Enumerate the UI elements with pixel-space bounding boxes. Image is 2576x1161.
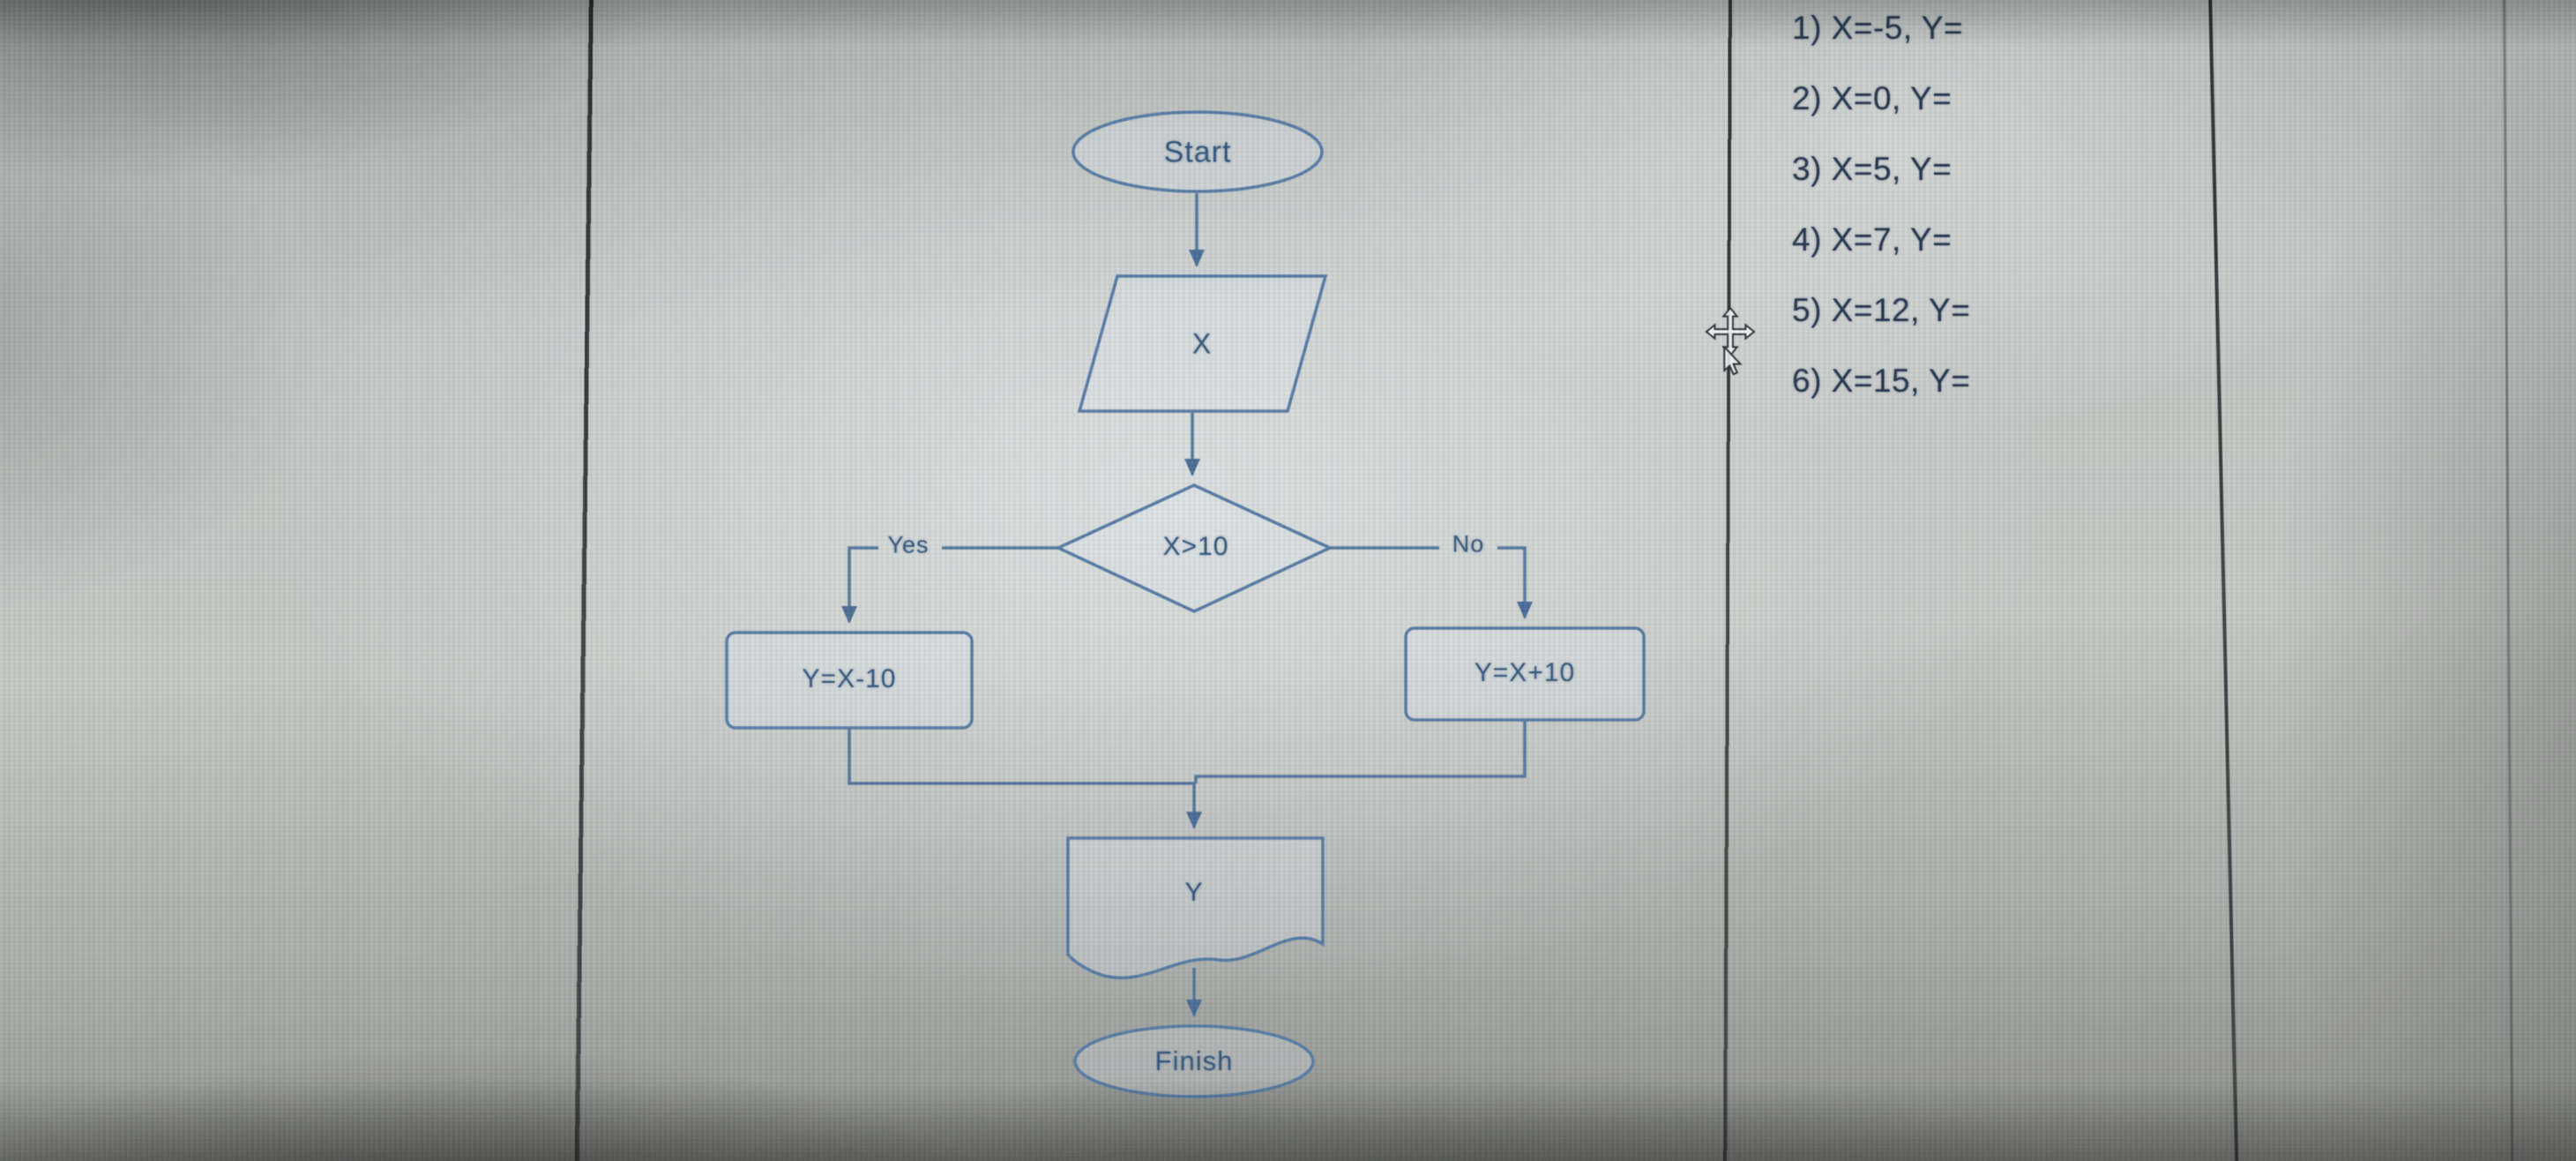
start-node[interactable]	[1071, 110, 1324, 193]
input-node[interactable]	[1077, 274, 1328, 413]
task-item-1: 1) X=-5, Y=	[1792, 10, 1964, 46]
task-item-6: 6) X=15, Y=	[1792, 363, 1971, 399]
yes-branch-label: Yes	[887, 531, 930, 558]
process-yes-label: Y=X-10	[802, 664, 897, 693]
start-label: Start	[1163, 135, 1232, 169]
connector-no-b	[1497, 546, 1533, 619]
connector-merge-left	[847, 728, 1194, 785]
decision-label: X>10	[1162, 532, 1229, 561]
connector-yes-b	[841, 546, 878, 624]
input-label: X	[1191, 327, 1213, 360]
task-item-2: 2) X=0, Y=	[1792, 80, 1953, 116]
output-label: Y	[1184, 878, 1204, 907]
output-node[interactable]	[1066, 836, 1325, 980]
connector-merge-right	[1194, 720, 1527, 783]
arrow-pointer-icon	[1723, 346, 1743, 376]
no-branch-label: No	[1452, 530, 1485, 558]
task-item-4: 4) X=7, Y=	[1792, 221, 1953, 258]
finish-label: Finish	[1154, 1045, 1234, 1076]
decision-node[interactable]	[1054, 483, 1334, 613]
process-no-label: Y=X+10	[1474, 658, 1576, 687]
task-item-3: 3) X=5, Y=	[1792, 151, 1953, 187]
task-item-5: 5) X=12, Y=	[1792, 292, 1971, 328]
task-list: 1) X=-5, Y= 2) X=0, Y= 3) X=5, Y= 4) X=7…	[1792, 0, 1970, 416]
finish-node[interactable]	[1073, 1024, 1315, 1098]
